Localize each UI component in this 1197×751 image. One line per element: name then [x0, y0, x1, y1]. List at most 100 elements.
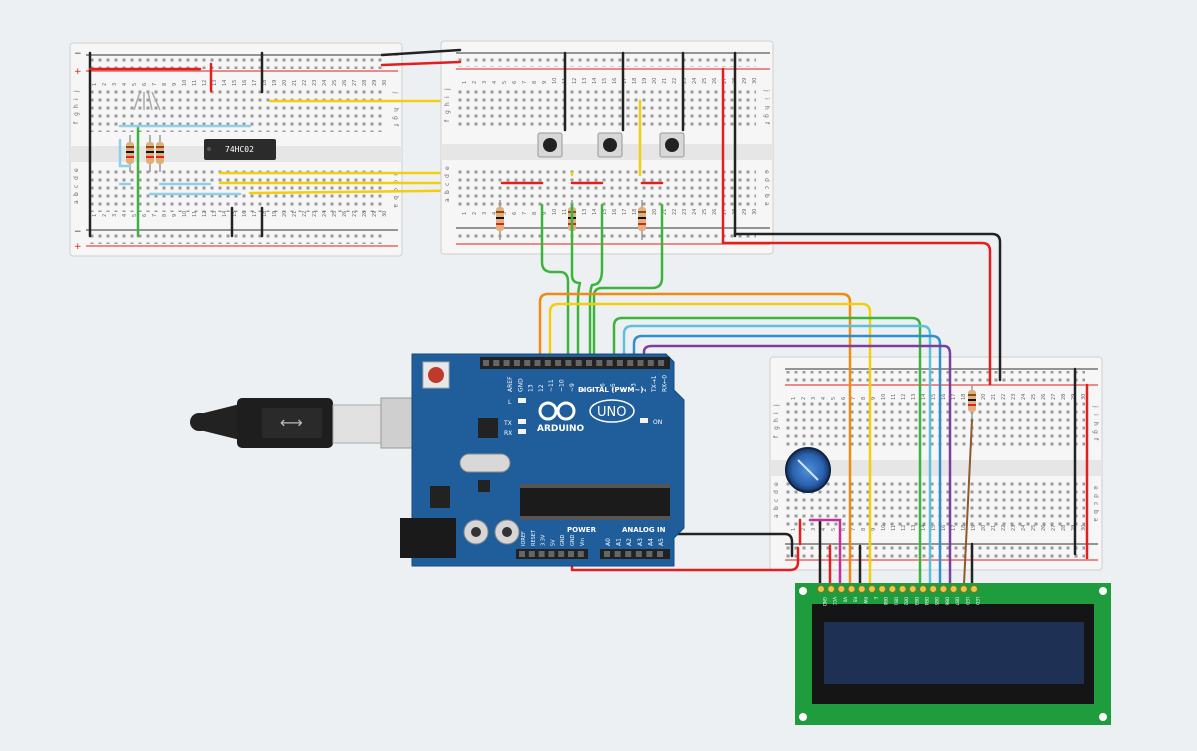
middle-board-jumper-wires[interactable]: [380, 48, 737, 245]
header-hole[interactable]: [524, 360, 531, 366]
column-number: 19: [272, 211, 278, 217]
row-letter: f: [444, 119, 451, 122]
header-hole[interactable]: [555, 360, 562, 366]
header-hole[interactable]: [568, 551, 574, 557]
header-hole[interactable]: [577, 551, 584, 557]
breadboard-right[interactable]: 1122334455667788991010111112121313141415…: [769, 356, 1103, 586]
tx-led: [518, 419, 526, 424]
resistor-7[interactable]: [968, 385, 976, 420]
row-letter: g: [444, 110, 451, 114]
lcd-pin[interactable]: [908, 585, 917, 593]
row-letter: h: [1092, 422, 1099, 426]
lcd-pin-label: DB6: [944, 597, 949, 606]
signal-wires[interactable]: [538, 203, 1002, 586]
column-number: 2: [472, 212, 478, 215]
header-hole[interactable]: [538, 551, 545, 557]
column-number: 12: [202, 80, 208, 86]
header-hole[interactable]: [647, 360, 654, 366]
breadboard-left[interactable]: − + − + 11223344556677889910101111121213…: [69, 42, 642, 257]
header-hole[interactable]: [493, 360, 500, 366]
header-hole[interactable]: [558, 551, 565, 557]
header-hole[interactable]: [544, 360, 551, 366]
column-number: 23: [682, 209, 688, 215]
svg-text:+: +: [74, 242, 82, 252]
header-hole[interactable]: [519, 551, 525, 557]
resistor-3[interactable]: [156, 135, 164, 172]
lcd-pin[interactable]: [919, 585, 927, 593]
header-hole[interactable]: [586, 360, 592, 366]
row-letter: j: [773, 404, 780, 407]
header-hole[interactable]: [614, 551, 621, 557]
pushbutton-1[interactable]: [537, 132, 563, 158]
pushbutton-2[interactable]: [597, 132, 623, 158]
column-number: 23: [312, 80, 318, 86]
lcd-pin[interactable]: [857, 585, 866, 593]
header-hole[interactable]: [565, 360, 572, 366]
column-number: 26: [712, 78, 718, 84]
header-hole[interactable]: [627, 360, 634, 366]
right-board-jumper-wires[interactable]: [798, 367, 1089, 586]
lcd-pin[interactable]: [949, 585, 958, 593]
header-hole[interactable]: [637, 360, 644, 366]
header-hole[interactable]: [528, 551, 535, 557]
digital-pin-label: 13: [528, 384, 535, 392]
header-hole[interactable]: [534, 360, 541, 366]
lcd-pin[interactable]: [837, 585, 846, 593]
power-jack[interactable]: [400, 518, 456, 558]
svg-text:−: −: [74, 49, 82, 59]
column-number: 2: [102, 83, 108, 86]
header-hole[interactable]: [635, 551, 642, 557]
lcd-pin[interactable]: [970, 585, 978, 593]
header-hole[interactable]: [596, 360, 603, 366]
header-hole[interactable]: [604, 551, 610, 557]
arduino-brand: ARDUINO: [537, 424, 585, 434]
lcd-pin[interactable]: [868, 585, 876, 593]
header-hole[interactable]: [513, 360, 520, 366]
pushbutton-3[interactable]: [659, 132, 685, 158]
power-pin-label: 3.3V: [541, 534, 547, 546]
header-hole[interactable]: [625, 551, 632, 557]
header-hole[interactable]: [657, 551, 663, 557]
reset-button[interactable]: [428, 367, 444, 383]
resistor-2[interactable]: [146, 135, 154, 172]
lcd-pin[interactable]: [847, 585, 856, 593]
row-letter: g: [773, 426, 780, 430]
rx-led: [518, 429, 526, 434]
lcd-pin[interactable]: [878, 585, 887, 593]
row-letter: j: [392, 91, 399, 94]
column-number: 15: [931, 394, 937, 400]
column-number: 17: [951, 525, 957, 531]
analog-pin-label: A5: [658, 538, 665, 546]
header-hole[interactable]: [483, 360, 489, 366]
header-hole[interactable]: [503, 360, 510, 366]
header-hole[interactable]: [548, 551, 555, 557]
lcd-pin[interactable]: [939, 585, 948, 593]
column-number: 30: [382, 80, 388, 86]
usb-cable[interactable]: ⟷: [190, 397, 432, 449]
potentiometer[interactable]: [785, 447, 831, 493]
lcd-pin[interactable]: [817, 585, 825, 593]
column-number: 19: [971, 525, 977, 531]
lcd-pin[interactable]: [898, 585, 907, 593]
lcd-pin[interactable]: [929, 585, 938, 593]
resistor-6[interactable]: [638, 200, 646, 240]
header-hole[interactable]: [606, 360, 613, 366]
column-number: 16: [612, 209, 618, 215]
row-letter: g: [1092, 430, 1099, 434]
header-hole[interactable]: [575, 360, 582, 366]
breadboard-middle[interactable]: 1122334455667788991010111112121313141415…: [380, 40, 774, 255]
lcd-pin[interactable]: [827, 585, 836, 593]
rgb-led[interactable]: [133, 91, 161, 111]
resistor-4[interactable]: [496, 200, 504, 240]
header-hole[interactable]: [616, 360, 623, 366]
header-hole[interactable]: [658, 360, 665, 366]
header-hole[interactable]: [646, 551, 653, 557]
lcd-pin[interactable]: [888, 585, 897, 593]
lcd-pin[interactable]: [959, 585, 968, 593]
column-number: 11: [891, 394, 897, 400]
ic-74hc02[interactable]: 74HC02: [204, 139, 276, 160]
